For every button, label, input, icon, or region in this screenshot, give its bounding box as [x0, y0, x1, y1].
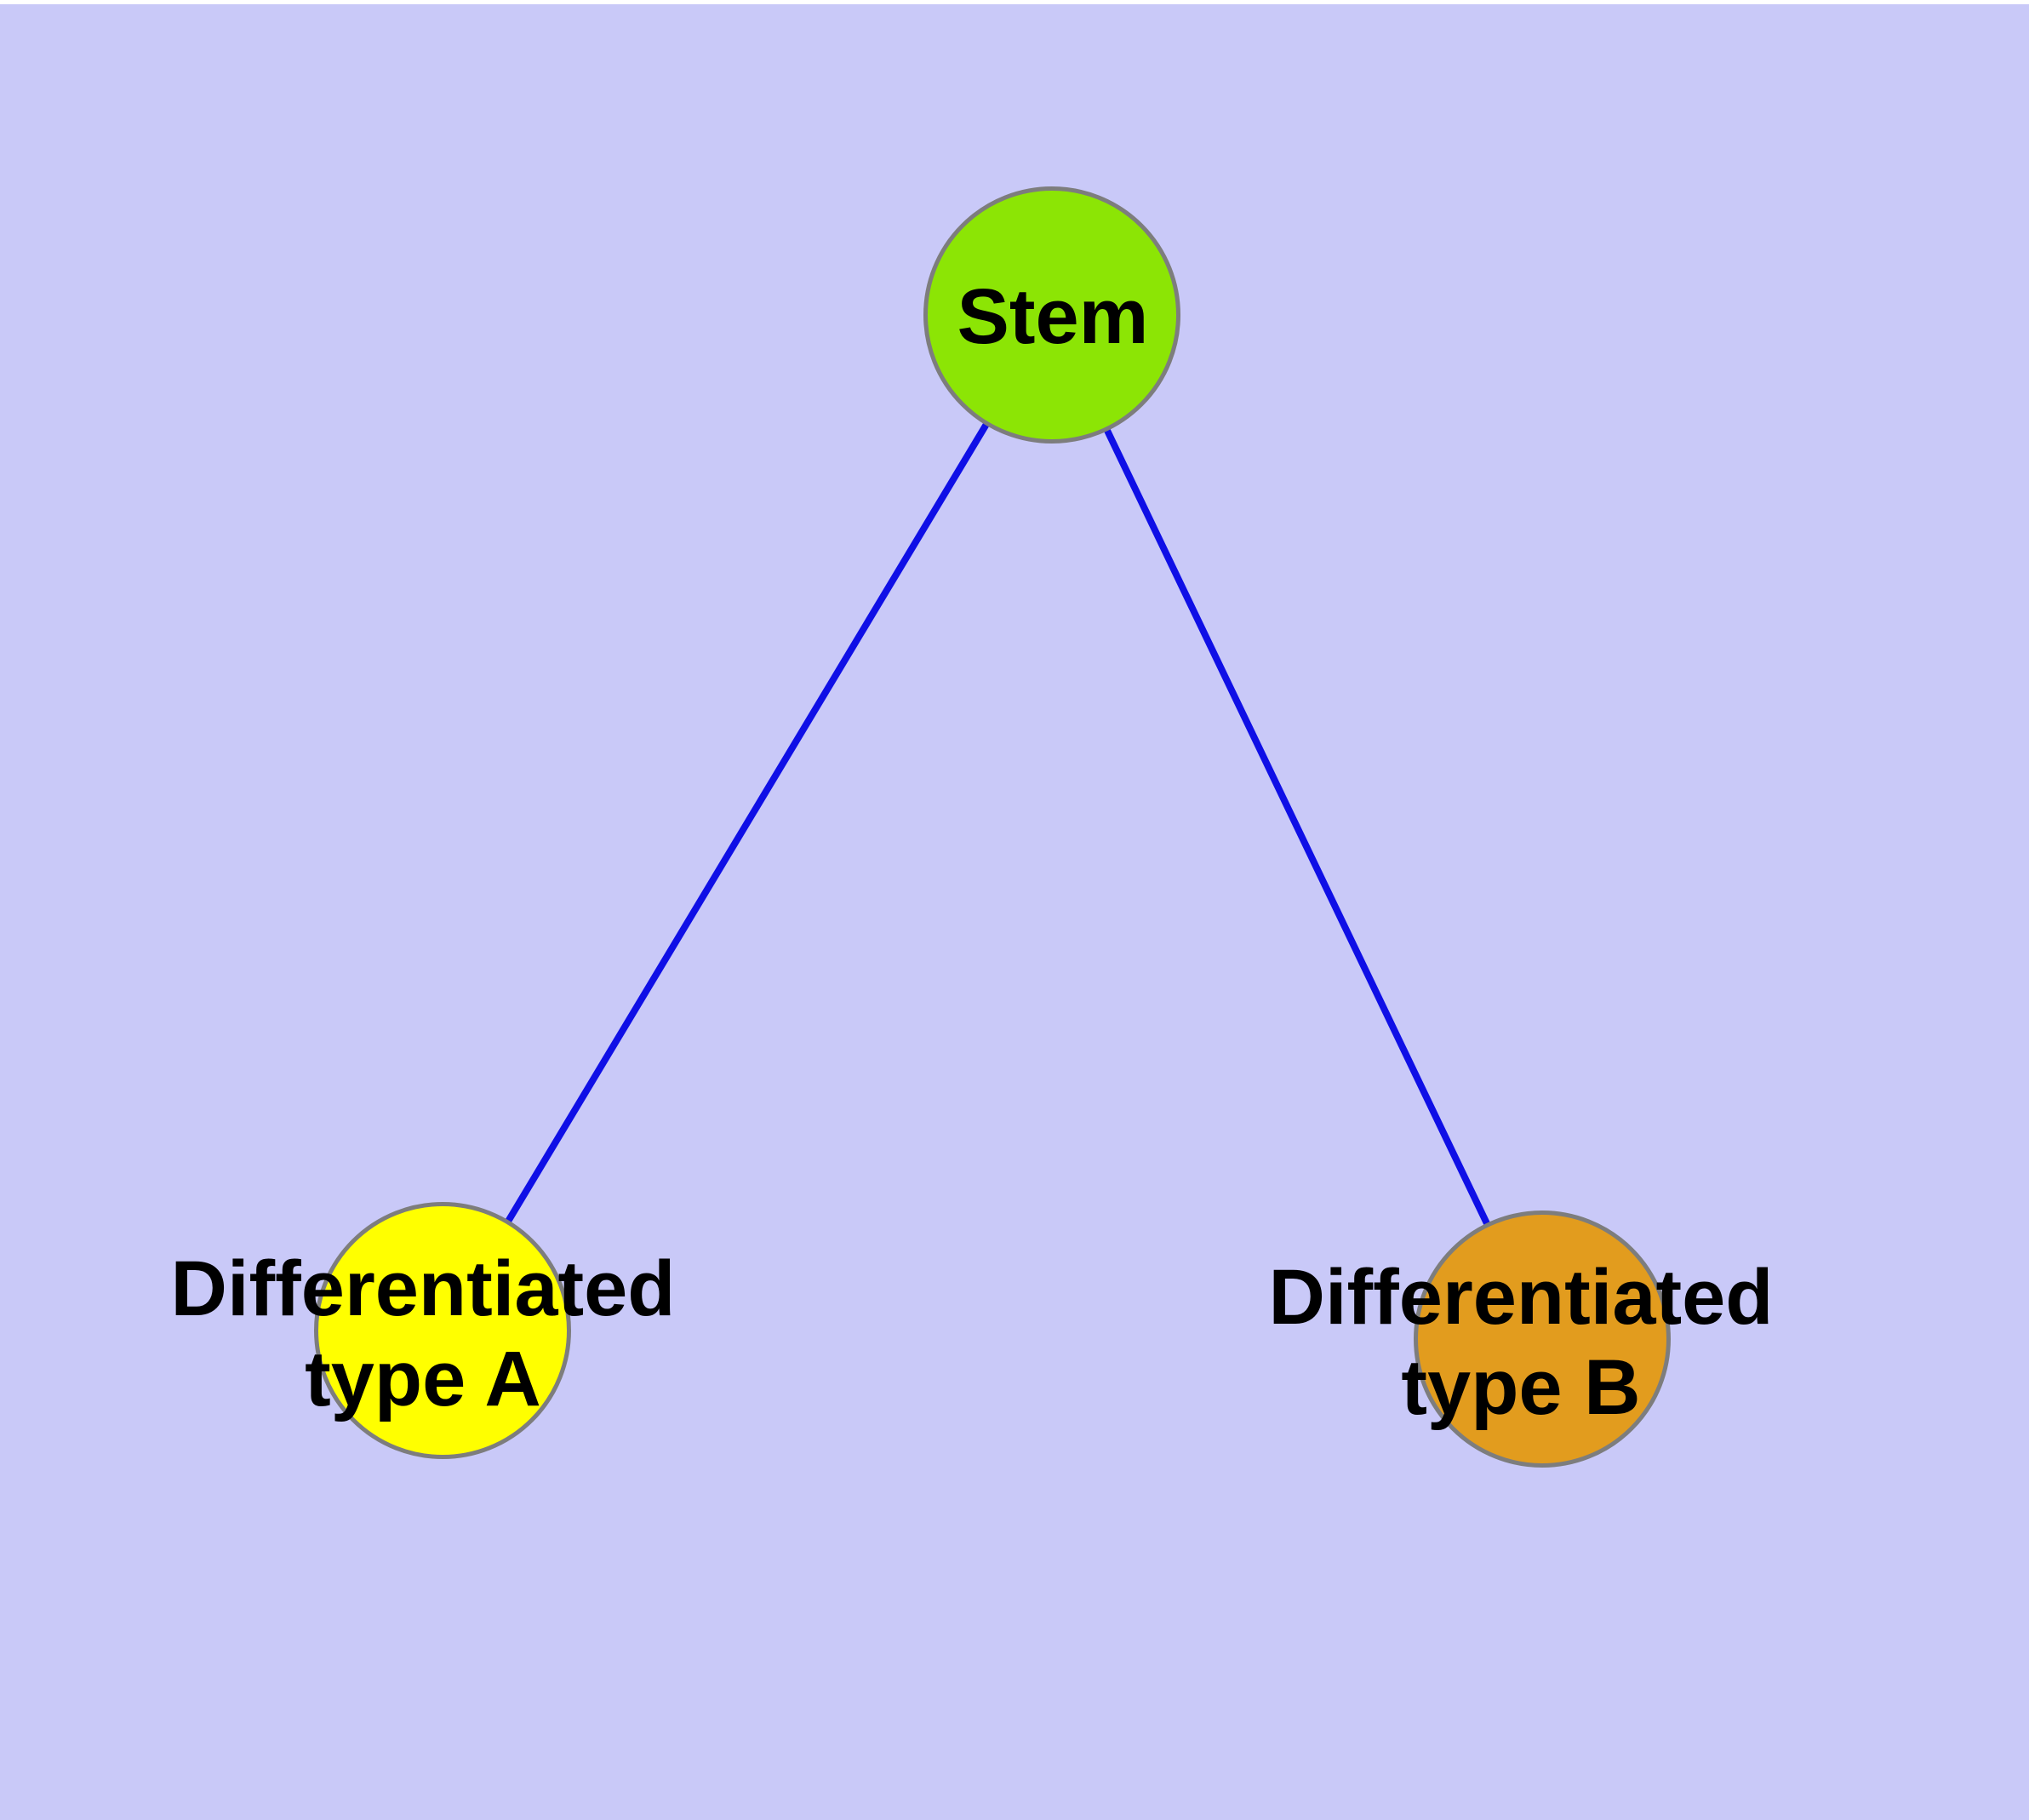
node-type-b-label: Differentiated type B: [1269, 1252, 1774, 1433]
node-type-a-label: Differentiated type A: [171, 1244, 676, 1424]
node-type-b: [1414, 1210, 1671, 1468]
node-type-a-label-line2: type A: [305, 1336, 541, 1422]
edge-stem-to-type-a: [439, 312, 1055, 1333]
node-type-b-label-line2: type B: [1401, 1344, 1641, 1431]
top-margin-strip: [0, 0, 2029, 4]
edge-stem-to-type-b: [1049, 313, 1546, 1341]
node-stem: [923, 186, 1180, 444]
node-stem-label-text: Stem: [957, 273, 1149, 360]
node-stem-label: Stem: [957, 272, 1149, 362]
node-type-a-label-line1: Differentiated: [170, 1245, 676, 1332]
node-type-b-label-line1: Differentiated: [1268, 1254, 1774, 1341]
node-type-a: [314, 1202, 571, 1459]
